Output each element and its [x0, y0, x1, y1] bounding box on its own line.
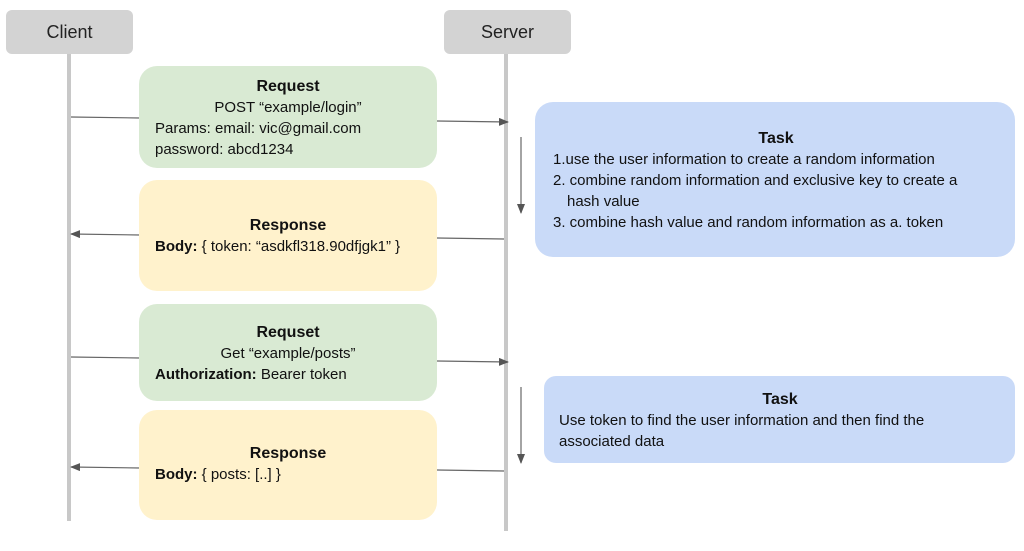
login-request-endpoint: POST “example/login”	[214, 99, 362, 116]
posts-request-title: Requset	[256, 324, 320, 341]
server-actor: Server	[444, 10, 571, 54]
posts-body-label: Body:	[155, 466, 198, 483]
task-1-step-3: 3. combine hash value and random informa…	[553, 214, 944, 231]
posts-response-title: Response	[249, 445, 327, 462]
arrow-response-token-head	[70, 230, 141, 239]
token-body-value: { token: “asdkfl318.90dfjgk1” }	[197, 238, 401, 255]
arrow-response-posts	[436, 469, 505, 472]
task-1-list: 1.use the user information to create a r…	[553, 149, 999, 233]
arrow-response-token	[436, 237, 505, 240]
auth-value: Bearer token	[256, 366, 347, 383]
task-2-text-1: Use token to find the user information a…	[559, 412, 925, 429]
task-2-text-2: associated data	[559, 433, 665, 450]
login-request-box: Request POST “example/login” Params: ema…	[139, 66, 437, 168]
login-request-params: Params: email: vic@gmail.com	[155, 120, 362, 137]
posts-response-box: Response Body: { posts: [..] }	[139, 410, 437, 520]
task-1-step-2-cont: hash value	[567, 193, 640, 210]
client-lifeline	[67, 54, 71, 521]
task-box-1: Task 1.use the user information to creat…	[535, 102, 1015, 257]
task-2-title: Task	[762, 391, 798, 408]
login-request-title: Request	[256, 78, 320, 95]
task-1-step-2: 2. combine random information and exclus…	[553, 172, 958, 189]
server-label: Server	[480, 21, 534, 42]
client-label: Client	[46, 21, 93, 42]
token-response-title: Response	[249, 217, 327, 234]
posts-request-endpoint: Get “example/posts”	[220, 345, 356, 362]
task-1-title: Task	[758, 130, 794, 147]
token-response-body: Body: { token: “asdkfl318.90dfjgk1” }	[155, 236, 421, 257]
arrow-request-posts	[70, 356, 141, 359]
auth-label: Authorization:	[155, 366, 257, 383]
posts-request-box: Requset Get “example/posts” Authorizatio…	[139, 304, 437, 401]
posts-response-body: Body: { posts: [..] }	[155, 464, 421, 485]
login-request-password: password: abcd1234	[155, 141, 294, 158]
client-actor: Client	[6, 10, 133, 54]
arrow-request-login	[70, 116, 141, 119]
posts-request-auth: Authorization: Bearer token	[155, 364, 421, 385]
task-box-2: Task Use token to find the user informat…	[544, 376, 1015, 463]
arrow-response-posts-head	[70, 463, 141, 472]
arrow-request-posts-tail	[436, 357, 509, 366]
token-response-box: Response Body: { token: “asdkfl318.90dfj…	[139, 180, 437, 291]
task-1-step-1: 1.use the user information to create a r…	[553, 151, 935, 168]
arrow-request-login-tail	[436, 117, 509, 126]
posts-body-value: { posts: [..] }	[197, 466, 281, 483]
server-lifeline	[504, 54, 508, 531]
token-body-label: Body:	[155, 238, 198, 255]
